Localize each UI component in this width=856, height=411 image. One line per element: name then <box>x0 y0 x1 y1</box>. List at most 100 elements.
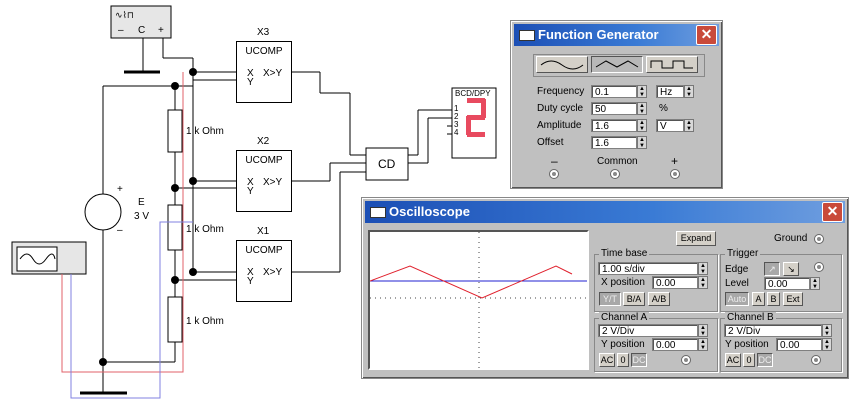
oscilloscope-device-icon[interactable] <box>12 242 86 274</box>
channel-a-ypos-label: Y position <box>601 339 645 350</box>
resistor-label: 1 k Ohm <box>186 224 224 235</box>
source-value: 3 V <box>134 211 150 222</box>
frequency-field[interactable]: 0.1 <box>591 85 637 98</box>
time-base-group: Time base <box>594 248 718 312</box>
offset-field[interactable]: 1.6 <box>591 136 637 149</box>
x-position-field[interactable]: 0.00 <box>652 276 698 289</box>
channel-b-dc-button[interactable]: DC <box>757 353 773 367</box>
channel-a-scale-stepper[interactable]: ▲▼ <box>698 324 708 337</box>
fg-title: Function Generator <box>538 27 659 42</box>
amplitude-stepper[interactable]: ▲▼ <box>637 119 647 132</box>
duty-cycle-stepper[interactable]: ▲▼ <box>637 102 647 115</box>
display-pin: 2 <box>454 112 459 121</box>
fg-plus-terminal[interactable] <box>670 169 680 179</box>
channel-b-zero-button[interactable]: 0 <box>743 353 755 367</box>
level-field[interactable]: 0.00 <box>764 277 810 290</box>
comparator-x3[interactable]: UCOMP X Y X>Y <box>236 41 292 103</box>
seven-segment-digit: 2 <box>462 96 490 140</box>
trigger-group: Trigger <box>720 248 842 312</box>
channel-b-ypos-stepper[interactable]: ▲▼ <box>822 338 832 351</box>
frequency-unit-select[interactable]: Hz <box>656 85 684 98</box>
resistor-label: 1 k Ohm <box>186 126 224 137</box>
sine-wave-button[interactable] <box>536 56 588 73</box>
source-name: E <box>138 197 145 208</box>
channel-a-dc-button[interactable]: DC <box>631 353 647 367</box>
channel-a-scale-field[interactable]: 2 V/Div <box>598 324 698 337</box>
rising-edge-button[interactable]: ↗ <box>764 262 780 276</box>
amplitude-field[interactable]: 1.6 <box>591 119 637 132</box>
channel-b-scale-stepper[interactable]: ▲▼ <box>822 324 832 337</box>
channel-b-group: Channel B <box>720 312 842 372</box>
amplitude-unit-select[interactable]: V <box>656 119 684 132</box>
ground-terminal[interactable] <box>814 234 824 244</box>
channel-a-ypos-field[interactable]: 0.00 <box>652 338 698 351</box>
channel-a-ac-button[interactable]: AC <box>599 353 615 367</box>
level-stepper[interactable]: ▲▼ <box>810 277 820 290</box>
close-button[interactable]: ✕ <box>822 202 843 222</box>
frequency-stepper[interactable]: ▲▼ <box>637 85 647 98</box>
trigger-b-button[interactable]: B <box>767 292 780 306</box>
offset-stepper[interactable]: ▲▼ <box>637 136 647 149</box>
oscilloscope-window[interactable]: Oscilloscope ✕ Expand Ground Time base 1… <box>361 197 849 379</box>
auto-trigger-button[interactable]: Auto <box>725 292 749 306</box>
ba-mode-button[interactable]: B/A <box>623 292 645 306</box>
comp-x1-ref: X1 <box>257 226 270 237</box>
triangle-wave-button[interactable] <box>591 56 643 73</box>
fg-terminal-common: C <box>138 25 146 36</box>
channel-a-zero-button[interactable]: 0 <box>617 353 629 367</box>
fg-terminal-plus: + <box>158 25 164 36</box>
ground-label: Ground <box>774 233 808 244</box>
channel-b-scale-field[interactable]: 2 V/Div <box>724 324 822 337</box>
falling-edge-button[interactable]: ↘ <box>783 262 799 276</box>
fg-plus-label: + <box>671 154 679 168</box>
channel-b-ac-button[interactable]: AC <box>725 353 741 367</box>
duty-cycle-label: Duty cycle <box>537 103 584 114</box>
encoder-label: CD <box>378 157 396 171</box>
square-wave-button[interactable] <box>646 56 698 73</box>
close-button[interactable]: ✕ <box>696 25 717 45</box>
frequency-unit-stepper[interactable]: ▲▼ <box>684 85 694 98</box>
fg-common-terminal[interactable] <box>610 169 620 179</box>
channel-a-terminal[interactable] <box>681 355 691 365</box>
window-icon <box>519 30 535 41</box>
comparator-x2[interactable]: UCOMP X Y X>Y <box>236 150 292 212</box>
channel-b-ypos-field[interactable]: 0.00 <box>776 338 822 351</box>
duty-cycle-field[interactable]: 50 <box>591 102 637 115</box>
resistor-label: 1 k Ohm <box>186 316 224 327</box>
channel-a-group: Channel A <box>594 312 718 372</box>
display-title: BCD/DPY <box>455 89 491 98</box>
yt-mode-button[interactable]: Y/T <box>599 292 621 306</box>
fg-device-icon[interactable]: ∿⌇⊓ <box>115 10 134 20</box>
display-pin: 4 <box>454 128 459 137</box>
function-generator-window[interactable]: Function Generator ✕ Frequency 0.1 ▲▼ Hz… <box>510 20 723 189</box>
osc-title: Oscilloscope <box>389 204 470 219</box>
fg-minus-terminal[interactable] <box>549 169 559 179</box>
ab-mode-button[interactable]: A/B <box>648 292 670 306</box>
channel-b-terminal[interactable] <box>811 355 821 365</box>
time-base-stepper[interactable]: ▲▼ <box>698 262 708 275</box>
trigger-ext-terminal[interactable] <box>814 262 824 272</box>
fg-titlebar[interactable]: Function Generator ✕ <box>514 24 719 46</box>
trigger-ext-button[interactable]: Ext <box>783 292 803 306</box>
expand-button[interactable]: Expand <box>676 231 716 246</box>
offset-label: Offset <box>537 137 564 148</box>
amplitude-label: Amplitude <box>537 120 582 131</box>
comp-x2-ref: X2 <box>257 136 270 147</box>
x-position-label: X position <box>601 277 645 288</box>
amplitude-unit-stepper[interactable]: ▲▼ <box>684 119 694 132</box>
time-base-field[interactable]: 1.00 s/div <box>598 262 698 275</box>
comparator-x1[interactable]: UCOMP X Y X>Y <box>236 240 292 302</box>
scope-screen <box>368 230 589 370</box>
channel-a-ypos-stepper[interactable]: ▲▼ <box>698 338 708 351</box>
frequency-label: Frequency <box>537 86 585 97</box>
display-pin: 3 <box>454 120 459 129</box>
comp-x3-ref: X3 <box>257 27 270 38</box>
fg-terminal-minus: – <box>118 25 124 36</box>
fg-minus-label: – <box>551 154 558 168</box>
trigger-a-button[interactable]: A <box>752 292 765 306</box>
x-position-stepper[interactable]: ▲▼ <box>698 276 708 289</box>
display-pin: 1 <box>454 104 459 113</box>
osc-titlebar[interactable]: Oscilloscope ✕ <box>365 201 845 223</box>
channel-b-ypos-label: Y position <box>725 339 769 350</box>
source-minus: – <box>117 225 123 236</box>
